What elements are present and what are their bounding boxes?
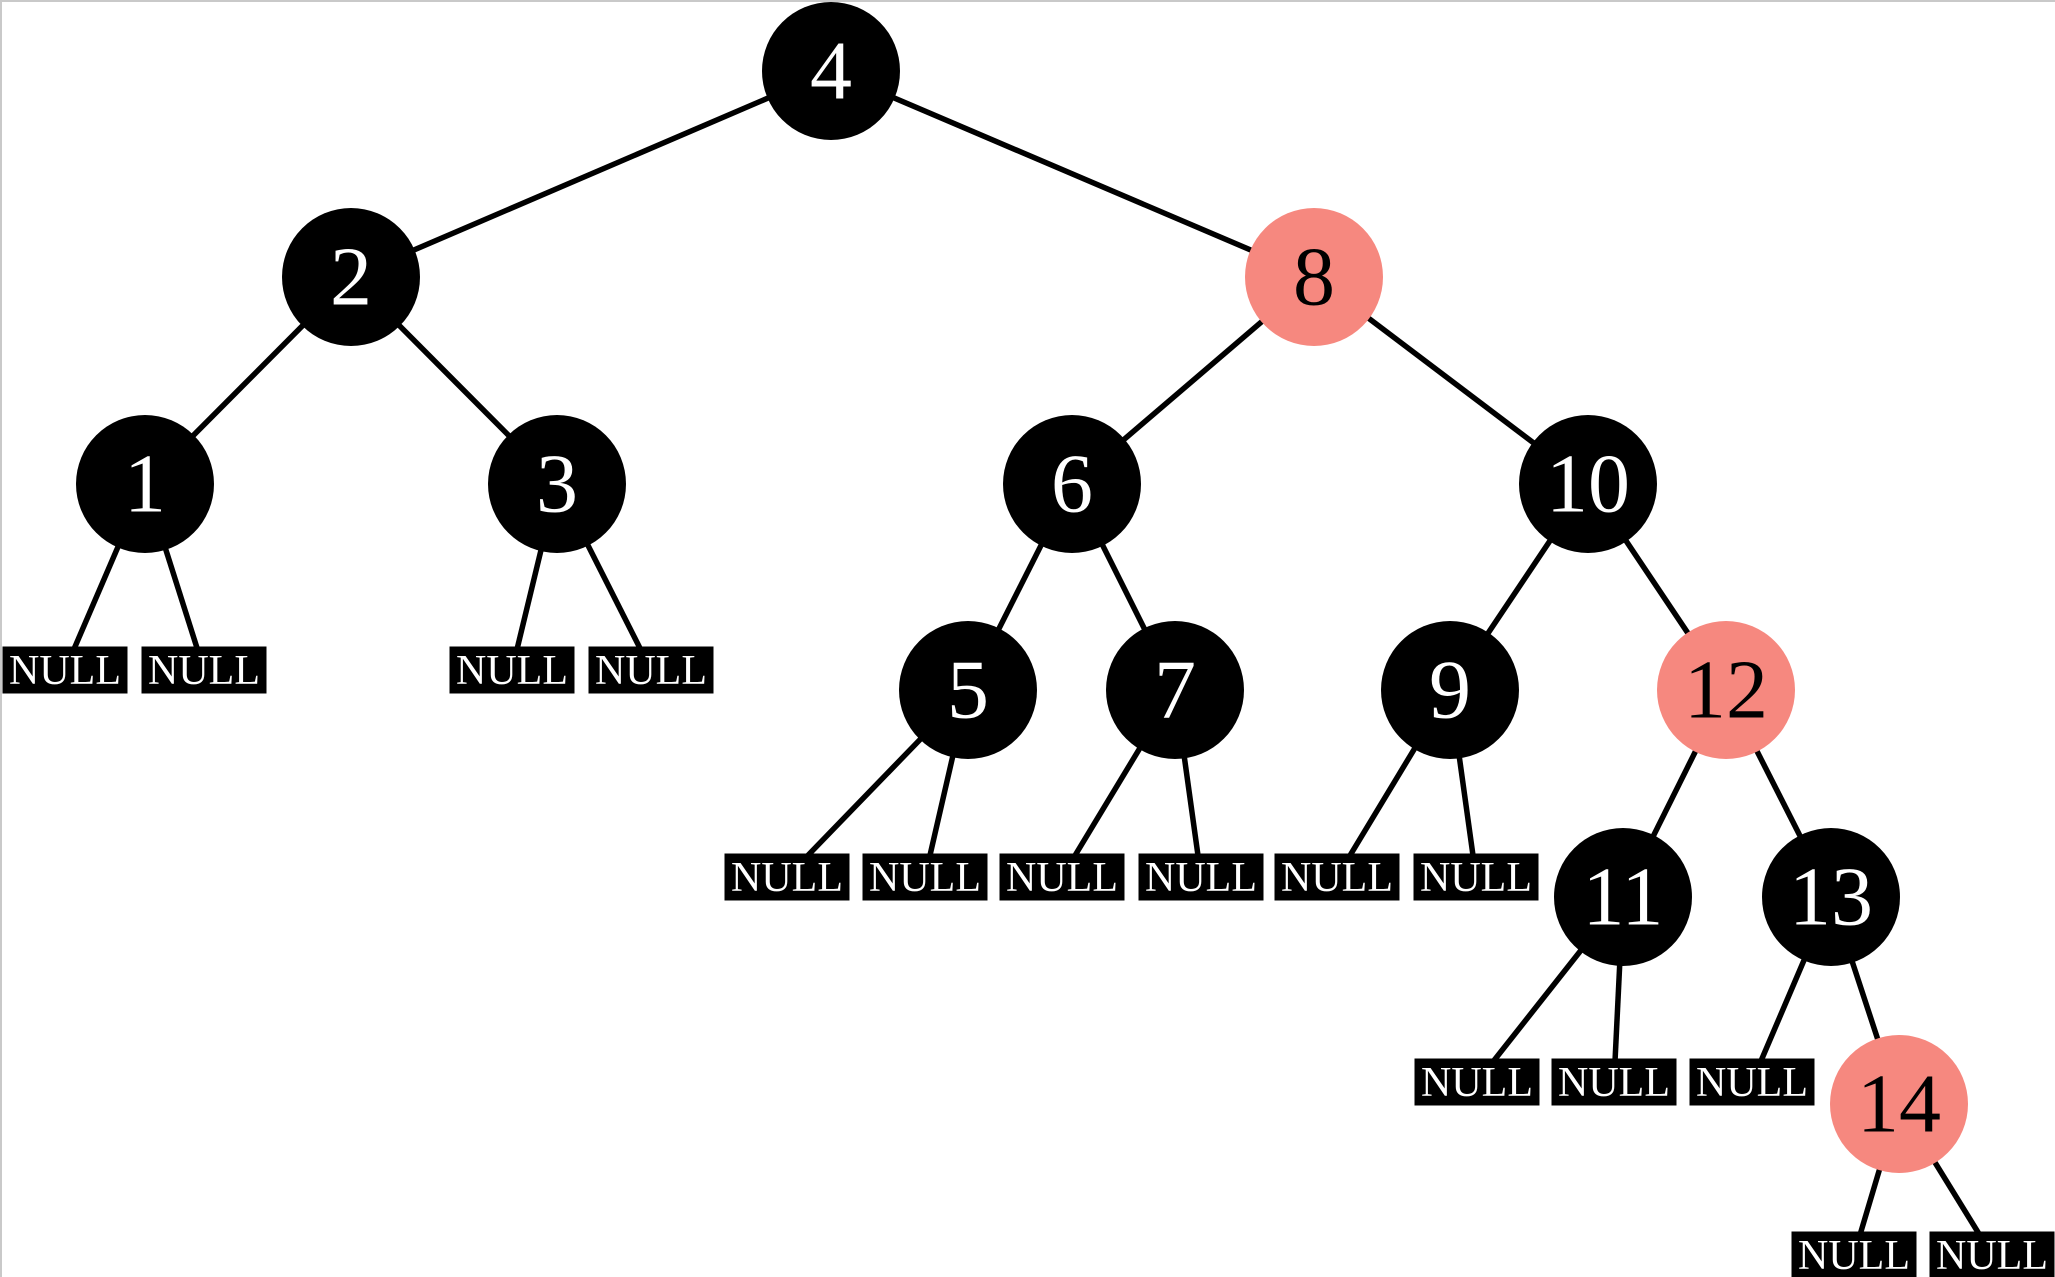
null-13-left-box [1689,1058,1815,1106]
tree-node-8-circle [1245,208,1383,346]
tree-node-1-label: 1 [124,438,166,531]
tree-node-9-label: 9 [1429,644,1471,737]
tree-node-2-circle [282,208,420,346]
null-7-left-box [999,853,1125,901]
null-3-left-label: NULL [456,648,568,694]
tree-node-13-circle [1762,828,1900,966]
null-11-right-box [1551,1058,1677,1106]
tree-node-14-label: 14 [1857,1058,1941,1151]
tree-node-12-label: 12 [1684,644,1768,737]
tree-node-9-circle [1381,621,1519,759]
tree-node-10-circle [1519,415,1657,553]
null-11-left-box [1414,1058,1540,1106]
null-9-left-box [1274,853,1400,901]
tree-node-3-label: 3 [536,438,578,531]
tree-node-8-label: 8 [1293,231,1335,324]
null-5-right-box [862,853,988,901]
tree-node-10-label: 10 [1546,438,1630,531]
null-3-right-label: NULL [595,648,707,694]
null-7-left-label: NULL [1006,855,1118,901]
null-14-right-label: NULL [1936,1233,2048,1277]
null-5-right-label: NULL [869,855,981,901]
null-1-left-box [2,646,128,694]
null-14-left-label: NULL [1798,1233,1910,1277]
null-7-right-box [1138,853,1264,901]
null-11-left-label: NULL [1421,1060,1533,1106]
null-1-left-label: NULL [9,648,121,694]
null-9-right-label: NULL [1420,855,1532,901]
tree-node-7-label: 7 [1154,644,1196,737]
tree-node-4-label: 4 [810,25,852,118]
null-11-right-label: NULL [1558,1060,1670,1106]
edge-4-2 [349,68,833,280]
tree-node-4-circle [762,2,900,140]
tree-node-2-label: 2 [330,231,372,324]
tree-node-11-label: 11 [1583,851,1664,944]
tree-node-7-circle [1106,621,1244,759]
tree-node-6-circle [1003,415,1141,553]
null-9-left-label: NULL [1281,855,1393,901]
null-3-left-box [449,646,575,694]
null-14-left-box [1791,1231,1917,1277]
null-5-left-label: NULL [731,855,843,901]
null-1-right-label: NULL [148,648,260,694]
tree-node-6-label: 6 [1051,438,1093,531]
tree-node-12-circle [1657,621,1795,759]
tree-node-14-circle [1830,1035,1968,1173]
tree-node-5-label: 5 [947,644,989,737]
tree-node-1-circle [76,415,214,553]
tree-node-3-circle [488,415,626,553]
null-3-right-box [588,646,714,694]
tree-node-5-circle [899,621,1037,759]
tree-node-13-label: 13 [1789,851,1873,944]
null-7-right-label: NULL [1145,855,1257,901]
edge-4-8 [829,68,1316,280]
null-9-right-box [1413,853,1539,901]
tree-node-11-circle [1554,828,1692,966]
null-13-left-label: NULL [1696,1060,1808,1106]
null-14-right-box [1929,1231,2055,1277]
null-1-right-box [141,646,267,694]
null-5-left-box [724,853,850,901]
